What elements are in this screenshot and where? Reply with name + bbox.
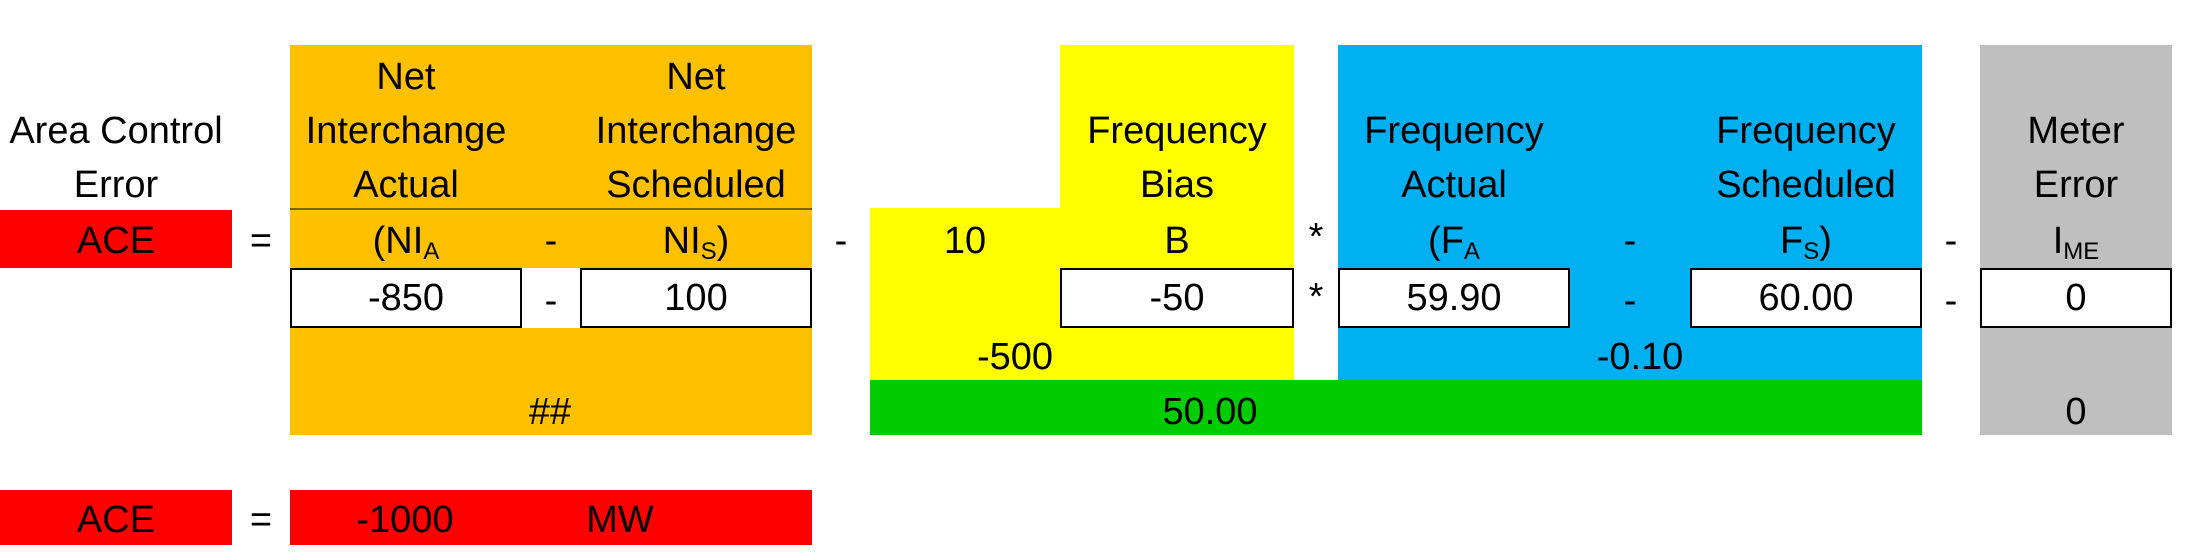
formula-freq-sched: FS)	[1780, 220, 1832, 265]
formula-meter: IME	[2052, 220, 2100, 265]
header-meter-line1: Meter	[2027, 110, 2125, 152]
input-minus-meter: -	[1944, 280, 1958, 322]
formula-freq-actual: (FA	[1428, 220, 1480, 265]
header-ni-actual-line1: Net	[376, 56, 436, 98]
frequency-bias-block-upper	[1060, 45, 1294, 215]
header-ace-line2: Error	[73, 164, 159, 206]
result-ace: ACE	[76, 499, 156, 541]
formula-minus-bias: -	[834, 220, 848, 262]
net-interchange-block	[290, 45, 812, 435]
header-ace-line1: Area Control	[9, 110, 223, 152]
formula-minus-freq: -	[1623, 220, 1637, 262]
input-minus-ni: -	[544, 280, 558, 322]
formula-ni-sched: NIS)	[662, 220, 730, 265]
formula-times: *	[1308, 216, 1324, 258]
header-ni-sched-line1: Net	[666, 56, 726, 98]
input-times: *	[1308, 276, 1324, 318]
formula-equals: =	[249, 220, 273, 262]
header-freq-sched-line2: Scheduled	[1716, 164, 1896, 206]
header-divider	[290, 208, 812, 210]
input-minus-freq: -	[1623, 280, 1637, 322]
result-value-cell	[290, 490, 812, 545]
header-freq-actual-line1: Frequency	[1364, 110, 1544, 152]
freq-actual-input[interactable]: 59.90	[1338, 268, 1570, 328]
freq-sched-input[interactable]: 60.00	[1690, 268, 1922, 328]
formula-ten: 10	[943, 220, 987, 262]
ni-result-value: ##	[528, 391, 572, 433]
frequency-block	[1338, 45, 1922, 382]
freq-product-value: 50.00	[1162, 391, 1258, 433]
header-ni-sched-line2: Interchange	[595, 110, 797, 152]
formula-minus-ni: -	[544, 220, 558, 262]
meter-error-input[interactable]: 0	[1980, 268, 2172, 328]
ni-sched-input[interactable]: 100	[580, 268, 812, 328]
freq-bias-input[interactable]: -50	[1060, 268, 1294, 328]
product-result-bar	[870, 380, 1922, 435]
result-ace-cell	[0, 490, 232, 545]
formula-minus-meter: -	[1944, 220, 1958, 262]
formula-ace: ACE	[76, 220, 156, 262]
bias-product-value: -500	[976, 336, 1054, 378]
result-unit: MW	[586, 499, 654, 541]
ni-actual-input[interactable]: -850	[290, 268, 522, 328]
result-equals: =	[249, 499, 273, 541]
freq-diff-value: -0.10	[1596, 336, 1684, 378]
header-meter-line2: Error	[2033, 164, 2119, 206]
ace-cell	[0, 210, 232, 268]
formula-ni-actual: (NIA	[372, 220, 440, 265]
header-freq-sched-line1: Frequency	[1716, 110, 1896, 152]
header-ni-actual-line3: Actual	[353, 164, 459, 206]
header-freq-bias-line1: Frequency	[1087, 110, 1267, 152]
input-gap-ni	[522, 268, 580, 328]
formula-b: B	[1164, 220, 1190, 262]
meter-result-value: 0	[2065, 391, 2087, 433]
header-freq-bias-line2: Bias	[1140, 164, 1214, 206]
header-ni-actual-line2: Interchange	[305, 110, 507, 152]
header-freq-actual-line2: Actual	[1401, 164, 1507, 206]
meter-error-block	[1980, 45, 2172, 435]
header-ni-sched-line3: Scheduled	[606, 164, 786, 206]
result-value: -1000	[356, 499, 454, 541]
